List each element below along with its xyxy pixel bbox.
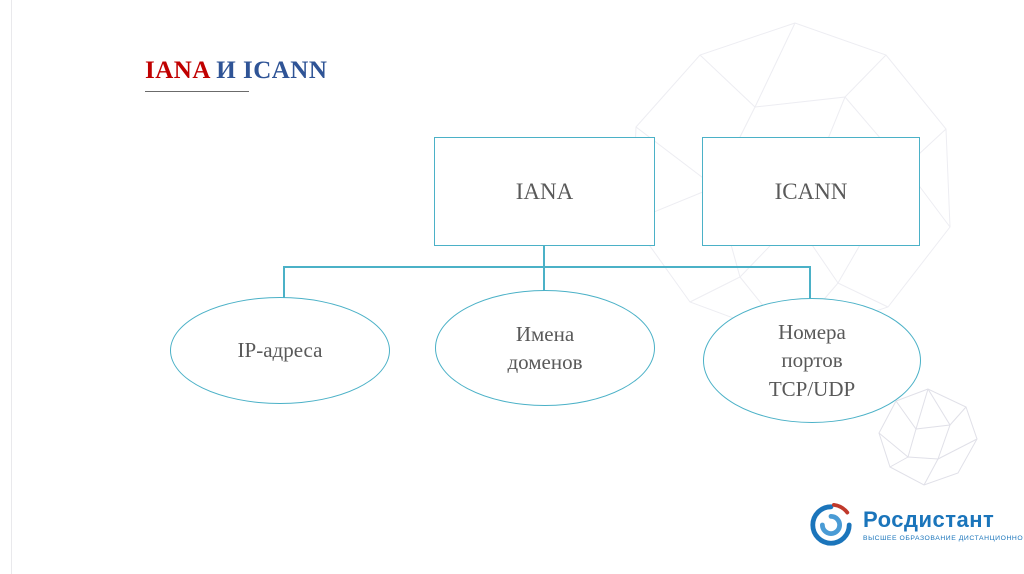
ellipse-port-numbers: Номера портов TCP/UDP [703, 298, 921, 423]
connector-line-drop-middle [543, 266, 545, 292]
rosdistant-logo: Росдистант ВЫСШЕЕ ОБРАЗОВАНИЕ ДИСТАНЦИОН… [808, 502, 1023, 548]
node-box-icann-label: ICANN [774, 178, 848, 204]
ellipse-domain-names-label: Имена доменов [507, 321, 583, 374]
ellipse-port-numbers-label: Номера портов TCP/UDP [768, 319, 856, 401]
connector-line-drop-right [809, 266, 811, 300]
rosdistant-logo-tagline: ВЫСШЕЕ ОБРАЗОВАНИЕ ДИСТАНЦИОННО [863, 534, 1024, 542]
connector-line-drop-left [283, 266, 285, 299]
rosdistant-swirl-icon [810, 502, 852, 546]
title-underline [145, 91, 249, 92]
connector-line-vertical-stub [543, 245, 545, 267]
ellipse-ip-addresses: IP-адреса [170, 297, 390, 404]
node-box-iana-label: IANA [515, 178, 574, 204]
rosdistant-logo-name: Росдистант [863, 507, 995, 533]
connector-line-horizontal [283, 266, 811, 268]
title-red-part: IANA [145, 57, 210, 84]
slide-edge-line [11, 0, 12, 574]
ellipse-ip-addresses-label: IP-адреса [237, 338, 323, 363]
rosdistant-logo-text: Росдистант ВЫСШЕЕ ОБРАЗОВАНИЕ ДИСТАНЦИОН… [863, 507, 1024, 542]
node-box-icann: ICANN [702, 137, 920, 246]
ellipse-domain-names: Имена доменов [435, 290, 655, 406]
page-title: IANA И ICANN [145, 57, 327, 85]
title-blue-part: И ICANN [209, 57, 328, 84]
node-box-iana: IANA [434, 137, 655, 246]
